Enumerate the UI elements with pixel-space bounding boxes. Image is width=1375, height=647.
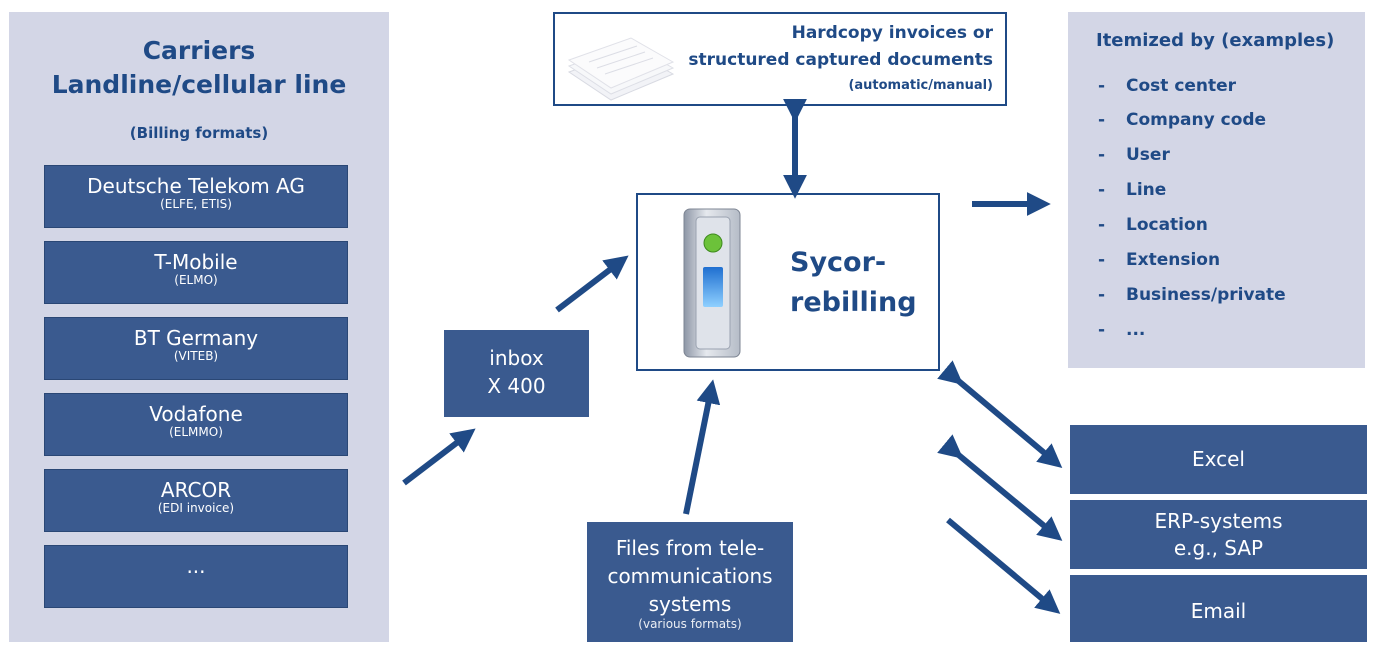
documents-stack-icon: [567, 37, 675, 101]
carrier-box-deutsche-telekom: Deutsche Telekom AG (ELFE, ETIS): [44, 165, 348, 228]
hardcopy-title: Hardcopy invoices or structured captured…: [688, 20, 993, 74]
itemized-item: -...: [1098, 320, 1146, 340]
carrier-box-vodafone: Vodafone (ELMMO): [44, 393, 348, 456]
arrow-center-erp: [937, 434, 1063, 541]
center-line2: rebilling: [790, 287, 917, 318]
itemized-item: -Company code: [1098, 110, 1267, 130]
itemized-item-label: Line: [1126, 180, 1167, 200]
carrier-name: BT Germany: [133, 326, 259, 350]
hardcopy-line2: structured captured documents: [688, 50, 993, 70]
carrier-format: (ELMMO): [169, 425, 223, 439]
itemized-item: -Location: [1098, 215, 1208, 235]
itemized-item: -Business/private: [1098, 285, 1286, 305]
carrier-box-bt-germany: BT Germany (VITEB): [44, 317, 348, 380]
inbox-line1: inbox: [489, 346, 544, 370]
carrier-name: T-Mobile: [154, 250, 238, 274]
sycor-rebilling-box: Sycor- rebilling: [636, 193, 940, 371]
server-icon: [683, 208, 741, 358]
erp-line1: ERP-systems: [1154, 509, 1283, 533]
inbox-box: inbox X 400: [444, 330, 589, 417]
arrow-files-to-center: [683, 379, 721, 515]
itemized-item-label: Cost center: [1126, 76, 1237, 96]
erp-systems-box: ERP-systems e.g., SAP: [1070, 500, 1367, 569]
carrier-format: (ELFE, ETIS): [160, 197, 232, 211]
files-line2: communications: [607, 564, 773, 588]
itemized-item-label: Company code: [1126, 110, 1267, 130]
carriers-title-line2: Landline/cellular line: [51, 70, 347, 99]
email-label: Email: [1190, 599, 1247, 623]
carrier-name: ...: [186, 554, 206, 578]
carrier-box-more: ...: [44, 545, 348, 608]
itemized-item-label: Location: [1126, 215, 1208, 235]
itemized-item: -Extension: [1098, 250, 1221, 270]
itemized-panel: [1068, 12, 1365, 368]
carrier-format: (EDI invoice): [157, 501, 235, 515]
excel-box: Excel: [1070, 425, 1367, 494]
arrow-center-excel: [937, 360, 1063, 468]
carriers-title: Carriers Landline/cellular line: [9, 34, 389, 102]
itemized-item-label: ...: [1126, 320, 1146, 340]
itemized-item-label: Extension: [1126, 250, 1221, 270]
center-line1: Sycor-: [790, 247, 887, 278]
carriers-title-line1: Carriers: [142, 36, 256, 65]
itemized-item-label: Business/private: [1126, 285, 1286, 305]
erp-line2: e.g., SAP: [1173, 536, 1264, 560]
itemized-item: -Cost center: [1098, 76, 1237, 96]
arrow-inbox-to-center: [555, 255, 629, 313]
files-line3: systems: [648, 592, 732, 616]
itemized-title: Itemized by (examples): [1096, 30, 1335, 51]
hardcopy-note: (automatic/manual): [848, 78, 993, 93]
sycor-rebilling-label: Sycor- rebilling: [790, 243, 917, 323]
carriers-subtitle: (Billing formats): [129, 124, 269, 142]
carrier-name: Deutsche Telekom AG: [87, 174, 305, 198]
arrow-carriers-to-inbox: [402, 428, 476, 486]
email-box: Email: [1070, 575, 1367, 642]
hardcopy-line1: Hardcopy invoices or: [791, 23, 993, 43]
hardcopy-box: Hardcopy invoices or structured captured…: [553, 12, 1007, 106]
carrier-format: (ELMO): [174, 273, 218, 287]
itemized-item-label: User: [1126, 145, 1170, 165]
files-line1: Files from tele-: [615, 536, 765, 560]
files-box: Files from tele- communications systems …: [587, 522, 793, 642]
carrier-box-t-mobile: T-Mobile (ELMO): [44, 241, 348, 304]
excel-label: Excel: [1192, 447, 1245, 471]
files-note: (various formats): [638, 617, 742, 631]
inbox-line2: X 400: [487, 374, 546, 398]
carrier-box-arcor: ARCOR (EDI invoice): [44, 469, 348, 532]
itemized-item: -Line: [1098, 180, 1167, 200]
carrier-name: Vodafone: [149, 402, 243, 426]
carrier-name: ARCOR: [160, 478, 232, 502]
arrow-center-to-email: [946, 517, 1061, 614]
carrier-format: (VITEB): [173, 349, 219, 363]
itemized-item: -User: [1098, 145, 1170, 165]
